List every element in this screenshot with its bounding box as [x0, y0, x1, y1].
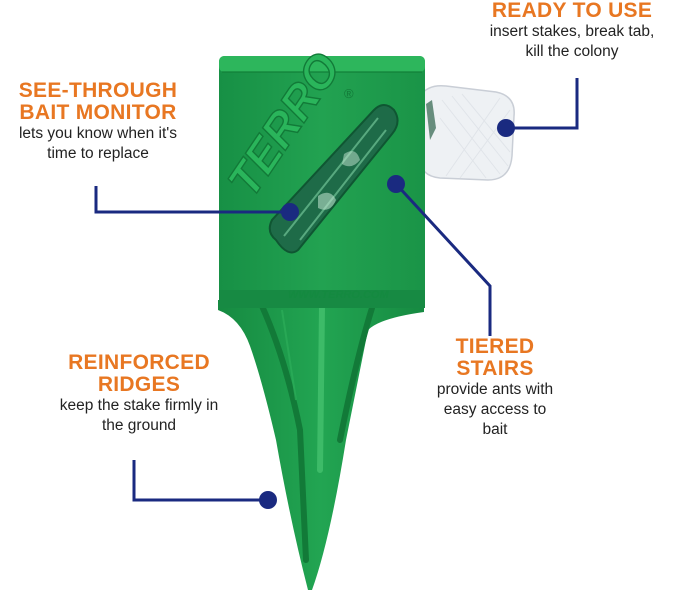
- leader-bait: [94, 186, 290, 214]
- callout-description: insert stakes, break tab, kill the colon…: [489, 23, 655, 60]
- callout-description: keep the stake firmly in the ground: [59, 397, 219, 434]
- leader-ridges: [132, 460, 266, 502]
- dot-bait: [281, 203, 299, 221]
- callout-description: provide ants with easy access to bait: [436, 381, 554, 438]
- dot-ready: [497, 119, 515, 137]
- callout-reinforced-ridges: REINFORCED RIDGES keep the stake firmly …: [30, 352, 248, 436]
- bait-station-box: [219, 56, 425, 308]
- leader-stairs: [394, 182, 492, 336]
- svg-text:®: ®: [344, 86, 354, 101]
- callout-tiered-stairs: TIERED STAIRS provide ants with easy acc…: [410, 336, 580, 440]
- callout-title: REINFORCED RIDGES: [68, 351, 210, 396]
- dot-stairs: [387, 175, 405, 193]
- callout-title: SEE-THROUGH BAIT MONITOR: [18, 79, 178, 124]
- callout-title: TIERED STAIRS: [455, 335, 535, 380]
- callout-title: READY TO USE: [491, 0, 653, 22]
- callout-bait-monitor: SEE-THROUGH BAIT MONITOR lets you know w…: [0, 80, 196, 164]
- break-tab: [419, 84, 515, 181]
- leader-dots: [259, 119, 515, 509]
- leader-lines: [94, 78, 579, 502]
- leader-ready: [508, 78, 579, 130]
- dot-ridges: [259, 491, 277, 509]
- callout-description: lets you know when it's time to replace: [18, 125, 178, 162]
- stake-body: [218, 300, 424, 590]
- website-text: WWW.TERRO.COM: [288, 289, 389, 301]
- callout-ready-to-use: READY TO USE insert stakes, break tab, k…: [466, 0, 678, 62]
